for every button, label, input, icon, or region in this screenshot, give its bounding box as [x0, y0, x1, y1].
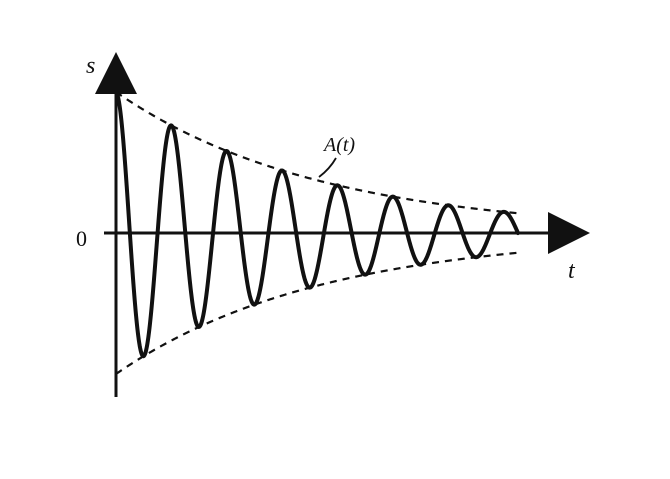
x-axis-label: t — [568, 258, 576, 284]
lower-envelope-curve — [115, 251, 519, 375]
origin-label: 0 — [76, 226, 87, 251]
envelope-label: A(t) — [322, 134, 355, 156]
envelope-label-leader — [318, 157, 337, 178]
y-axis-label: s — [86, 53, 95, 79]
damped-oscillation-curve — [114, 90, 520, 359]
